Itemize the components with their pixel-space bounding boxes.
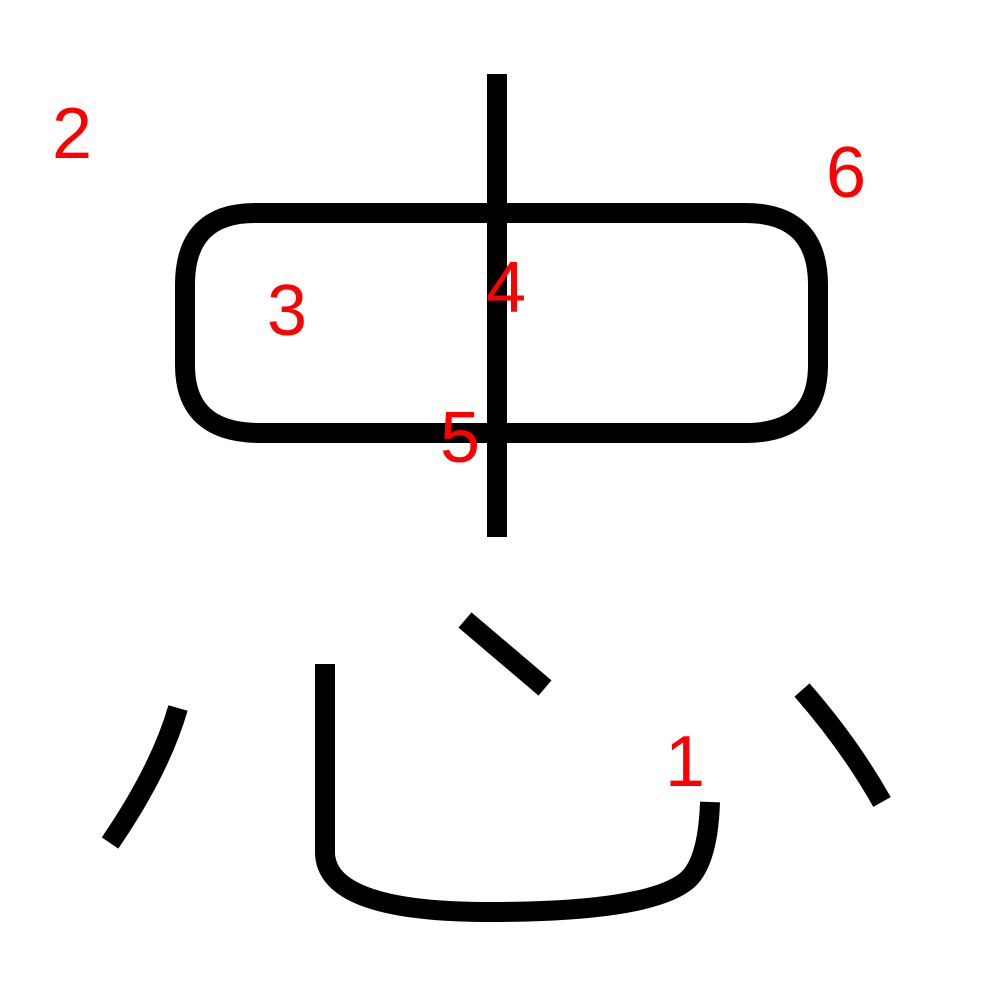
- stroke-middle-dot: [458, 612, 552, 696]
- stroke-label-4: 4: [486, 248, 526, 328]
- stroke-hook: [315, 664, 720, 922]
- stroke-label-1: 1: [665, 722, 705, 802]
- stroke-right-dot: [794, 683, 891, 807]
- stroke-label-5: 5: [440, 398, 480, 478]
- stroke-label-6: 6: [826, 133, 866, 213]
- stroke-box: [175, 203, 828, 443]
- stroke-label-3: 3: [267, 271, 307, 351]
- stroke-left-dot: [101, 705, 188, 849]
- stroke-label-2: 2: [52, 94, 92, 174]
